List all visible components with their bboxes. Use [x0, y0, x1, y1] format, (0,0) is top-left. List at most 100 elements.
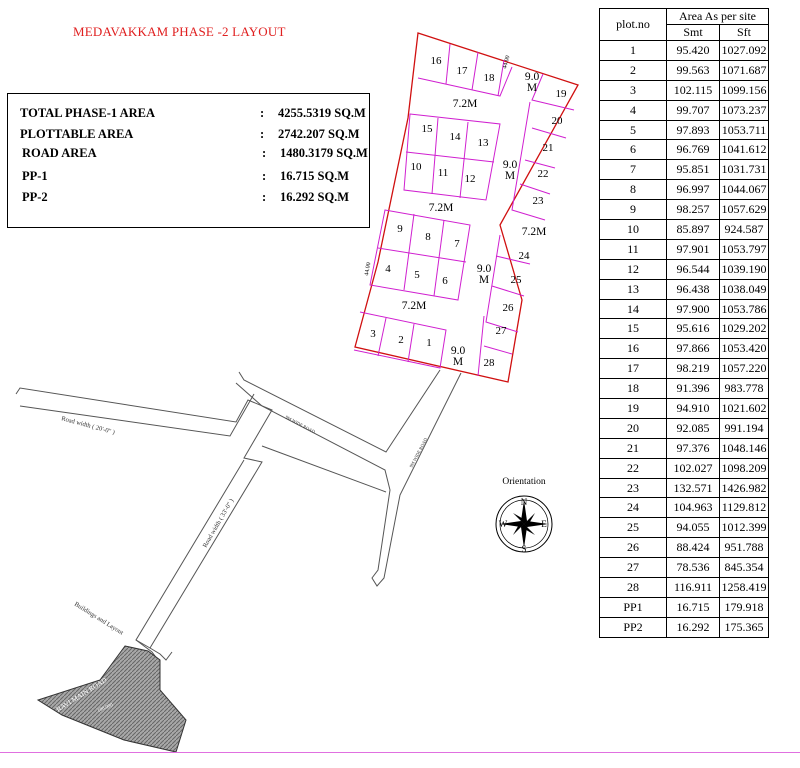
smt-cell: 94.910	[666, 398, 720, 419]
plot-label: 20	[552, 115, 564, 127]
sft-cell: 1098.209	[719, 457, 769, 479]
road-label: 7.2M	[429, 202, 454, 214]
smt-cell: 97.901	[666, 238, 720, 260]
sft-cell: 1129.812	[719, 497, 769, 519]
plot-label: 8	[425, 231, 431, 243]
sft-cell: 175.365	[719, 616, 769, 638]
page-bottom-line	[0, 752, 800, 753]
plot-label: 26	[503, 302, 515, 314]
sft-cell: 951.788	[719, 537, 769, 559]
site-boundary	[354, 32, 579, 383]
compass-letters: N S E W	[499, 497, 548, 554]
plot-no-cell: 16	[599, 338, 667, 360]
smt-cell: 102.027	[666, 457, 720, 479]
summary-value: 1480.3179 SQ.M	[280, 146, 368, 160]
plot-label: 23	[533, 195, 545, 207]
access-roads	[15, 369, 462, 661]
plot-no-cell: 28	[599, 577, 667, 598]
plot-label: 11	[438, 167, 449, 179]
smt-cell: 98.257	[666, 199, 720, 221]
compass-east: E	[541, 519, 547, 529]
header-area: Area As per site	[666, 8, 769, 25]
sft-cell: 1053.420	[719, 338, 769, 360]
plot-label: 28	[484, 357, 496, 369]
plot-label: 17	[457, 65, 469, 77]
summary-value: 16.292 SQ.M	[280, 190, 350, 204]
sft-cell: 1031.731	[719, 159, 769, 181]
plot-lines	[353, 43, 575, 377]
plot-no-cell: 14	[599, 298, 667, 320]
orientation-label: Orientation	[502, 477, 546, 487]
plot-label: 25	[511, 274, 523, 286]
smt-cell: 104.963	[666, 497, 720, 519]
plot-label: 3	[370, 328, 376, 340]
plot-no-cell: 21	[599, 437, 667, 459]
sft-cell: 1099.156	[719, 79, 769, 101]
summary-label: PLOTTABLE AREA	[20, 127, 134, 141]
plot-label: 7	[454, 238, 460, 250]
sft-cell: 1053.786	[719, 298, 769, 320]
main-road-area	[36, 645, 187, 753]
smt-cell: 95.420	[666, 40, 720, 61]
sft-cell: 1044.067	[719, 179, 769, 201]
wide-road-label: 9M WIDE ROAD	[408, 436, 428, 468]
sft-cell: 1071.687	[719, 59, 769, 81]
summary-label: TOTAL PHASE-1 AREA	[20, 106, 155, 120]
road-width-33-label: Road width ( 33'-0" )	[202, 498, 236, 549]
sft-cell: 1021.602	[719, 398, 769, 419]
plot-label: 19	[556, 88, 568, 100]
compass-west: W	[499, 519, 508, 529]
plot-number-labels: 1 2 3 4 5 6 7 8 9 10 11 12 13 14 15 16 1…	[370, 55, 567, 369]
plot-label: 2	[398, 334, 404, 346]
plot-label: 13	[478, 137, 490, 149]
compass-rose-icon	[495, 495, 553, 553]
road-label: 7.2M	[522, 226, 547, 238]
plot-label: 21	[543, 142, 554, 154]
smt-cell: 116.911	[666, 577, 720, 598]
sft-cell: 983.778	[719, 378, 769, 400]
summary-label: PP-2	[22, 190, 48, 204]
layout-title: MEDAVAKKAM PHASE -2 LAYOUT	[73, 24, 286, 39]
plot-label: 4	[385, 263, 391, 275]
side-dimension: 44.00	[364, 262, 372, 276]
summary-label: PP-1	[22, 169, 48, 183]
road-label: 7.2M	[402, 300, 427, 312]
plot-label: 24	[519, 250, 531, 262]
main-road-number: 100.000	[97, 703, 114, 714]
road-label: 7.2M	[453, 98, 478, 110]
smt-cell: 78.536	[666, 557, 720, 579]
plot-no-cell: 12	[599, 258, 667, 280]
sft-cell: 845.354	[719, 557, 769, 579]
smt-cell: 98.219	[666, 358, 720, 380]
sft-cell: 1258.419	[719, 577, 769, 598]
plot-label: 18	[484, 72, 496, 84]
smt-cell: 99.563	[666, 59, 720, 81]
plot-no-cell: 24	[599, 497, 667, 519]
plot-label: 12	[465, 173, 476, 185]
compass-north: N	[521, 497, 528, 507]
plot-label: 22	[538, 168, 549, 180]
buildings-layout-label: Buildings and Layout	[73, 601, 125, 637]
summary-value: 16.715 SQ.M	[280, 169, 350, 183]
area-summary-box: TOTAL PHASE-1 AREA : 4255.5319 SQ.M PLOT…	[7, 93, 370, 228]
summary-value: 4255.5319 SQ.M	[278, 106, 366, 120]
plot-label: 10	[411, 161, 423, 173]
smt-cell: 102.115	[666, 79, 720, 101]
plot-label: 15	[422, 123, 434, 135]
sft-cell: 1053.797	[719, 238, 769, 260]
